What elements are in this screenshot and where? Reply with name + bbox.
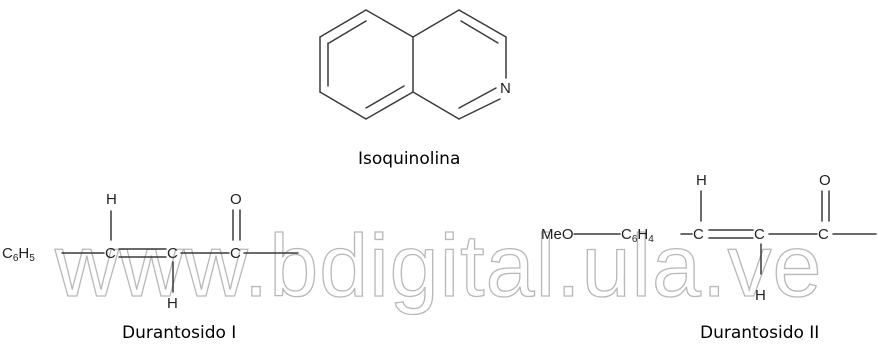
d2-c6h4-sub4: 4: [648, 234, 654, 245]
d2-c6h4-c: C: [621, 226, 632, 243]
durantosido-2-caption: Durantosido II: [700, 323, 819, 343]
isoquinoline-n-atom: N: [500, 80, 511, 97]
d1-h-top: H: [106, 191, 117, 208]
d1-c6h5-c: C: [2, 245, 13, 262]
svg-text:C6H5: C6H5: [2, 245, 35, 264]
isoquinoline-structure: [319, 9, 507, 120]
d2-c3: C: [818, 226, 829, 243]
durantosido-1-structure: C6H5 C H C H C O: [2, 191, 299, 312]
d1-c6h5-h: H: [18, 245, 29, 262]
d1-c3: C: [230, 245, 241, 262]
d2-meo: MeO: [541, 226, 574, 243]
d1-o: O: [230, 191, 242, 208]
isoquinoline-caption: Isoquinolina: [358, 149, 460, 169]
d1-c2: C: [167, 245, 178, 262]
d2-c1: C: [693, 226, 704, 243]
d2-h-bottom: H: [755, 287, 766, 304]
watermark-text: www.bdigital.ula.ve: [54, 216, 822, 315]
d2-c6h4-sub6: 6: [632, 234, 638, 245]
svg-text:C6H4: C6H4: [621, 226, 654, 245]
d2-c2: C: [754, 226, 765, 243]
d1-h-bottom: H: [167, 295, 178, 312]
d1-c6h5-sub5: 5: [29, 253, 35, 264]
d2-o: O: [819, 172, 831, 189]
d2-h-top: H: [696, 172, 707, 189]
durantosido-2-structure: MeO C6H4 C H C H C O: [541, 172, 877, 304]
d1-c1: C: [105, 245, 116, 262]
durantosido-1-caption: Durantosido I: [122, 323, 236, 343]
d2-c6h4-h: H: [637, 226, 648, 243]
d1-c6h5-sub6: 6: [13, 253, 19, 264]
